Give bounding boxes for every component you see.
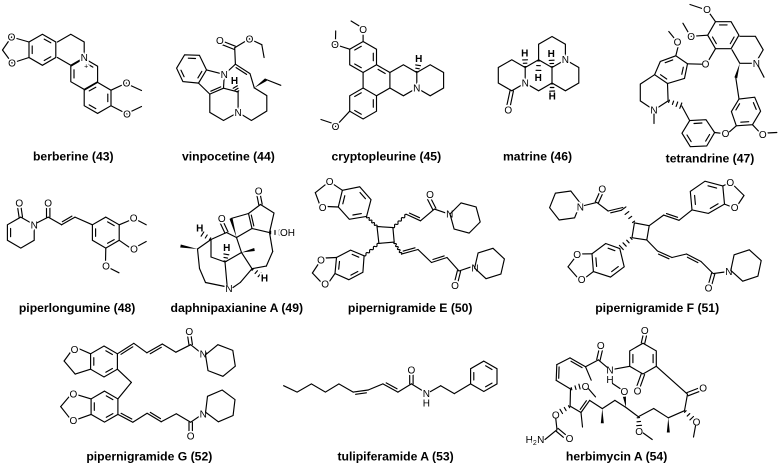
svg-text:vinpocetine (44): vinpocetine (44) [182,149,275,163]
svg-text:O: O [504,106,512,117]
svg-text:O: O [641,326,649,337]
svg-text:O: O [44,199,52,210]
svg-text:daphnipaxianine A (49): daphnipaxianine A (49) [171,301,304,315]
svg-text:O: O [70,416,78,427]
svg-text:O: O [687,32,695,43]
svg-text:N: N [650,106,657,117]
svg-text:N: N [562,55,569,66]
svg-text:O: O [703,5,711,16]
svg-text:+: + [84,64,88,71]
svg-text:O: O [246,34,254,45]
svg-text:O: O [15,199,23,210]
svg-text:N: N [234,108,241,119]
svg-text:N: N [221,70,228,81]
svg-text:N: N [577,203,584,214]
svg-text:H: H [548,49,555,60]
svg-text:pipernigramide E (50): pipernigramide E (50) [348,301,473,315]
svg-text:O: O [693,418,701,429]
svg-text:matrine (46): matrine (46) [503,149,572,163]
svg-text:O: O [674,38,682,49]
svg-text:H: H [549,92,556,103]
svg-text:O: O [635,427,643,438]
svg-text:O: O [71,345,79,356]
svg-text:O: O [597,341,605,352]
svg-text:pipernigramide F (51): pipernigramide F (51) [595,301,719,315]
svg-text:O: O [451,281,459,292]
svg-text:N: N [413,84,420,95]
svg-text:O: O [634,387,642,398]
svg-text:O: O [123,79,131,90]
svg-text:O: O [408,366,416,377]
svg-text:O: O [702,60,710,71]
svg-text:O: O [8,33,16,44]
svg-text:O: O [621,387,629,398]
svg-text:OH: OH [280,228,295,239]
svg-text:O: O [8,59,16,70]
svg-text:H: H [535,73,542,84]
svg-text:H: H [261,274,268,285]
svg-text:O: O [218,214,226,225]
svg-text:N: N [522,79,529,90]
svg-text:H: H [223,243,230,254]
svg-text:H: H [606,375,613,386]
svg-text:O: O [130,214,138,225]
svg-text:O: O [321,279,329,290]
svg-text:H: H [196,224,203,235]
svg-text:N: N [423,389,430,400]
svg-text:O: O [255,187,263,198]
svg-text:O: O [731,203,739,214]
svg-text:N: N [606,366,613,377]
svg-text:O: O [726,178,734,189]
svg-text:tulipiferamide A (53): tulipiferamide A (53) [337,449,453,463]
svg-text:cryptopleurine (45): cryptopleurine (45) [331,149,441,163]
svg-text:N: N [81,53,88,64]
svg-text:O: O [332,122,340,133]
svg-text:N: N [725,267,732,278]
svg-text:O: O [326,177,334,188]
svg-text:O: O [759,130,767,141]
svg-text:H: H [423,399,430,410]
svg-text:O: O [317,256,325,267]
svg-text:N: N [31,220,38,231]
svg-text:O: O [359,25,367,36]
svg-text:tetrandrine (47): tetrandrine (47) [666,151,755,165]
svg-text:O: O [331,40,339,51]
svg-text:herbimycin A (54): herbimycin A (54) [566,449,667,463]
svg-text:pipernigramide G (52): pipernigramide G (52) [86,449,212,463]
svg-text:O: O [185,327,193,338]
svg-text:O: O [123,110,131,121]
svg-text:O: O [598,185,606,196]
svg-text:O: O [699,384,707,395]
svg-text:O: O [187,432,195,443]
svg-text:N: N [225,284,232,295]
svg-text:O: O [130,244,138,255]
svg-text:O: O [102,262,110,273]
svg-text:O: O [216,36,224,47]
svg-text:N: N [200,410,207,421]
svg-text:H: H [521,49,528,60]
svg-text:O: O [70,389,78,400]
svg-text:O: O [552,411,560,422]
svg-text:O: O [573,250,581,261]
svg-text:O: O [566,434,574,445]
svg-text:O: O [722,129,730,140]
svg-text:O: O [578,275,586,286]
svg-text:N: N [753,59,760,70]
svg-text:H: H [415,54,422,65]
svg-text:O: O [582,382,590,393]
svg-text:berberine (43): berberine (43) [33,149,114,163]
svg-text:H2N: H2N [526,435,545,447]
svg-text:H: H [231,76,238,87]
svg-text:piperlongumine (48): piperlongumine (48) [19,301,135,315]
svg-text:O: O [426,190,434,201]
svg-text:O: O [705,284,713,295]
svg-text:N: N [200,349,207,360]
svg-text:O: O [319,203,327,214]
